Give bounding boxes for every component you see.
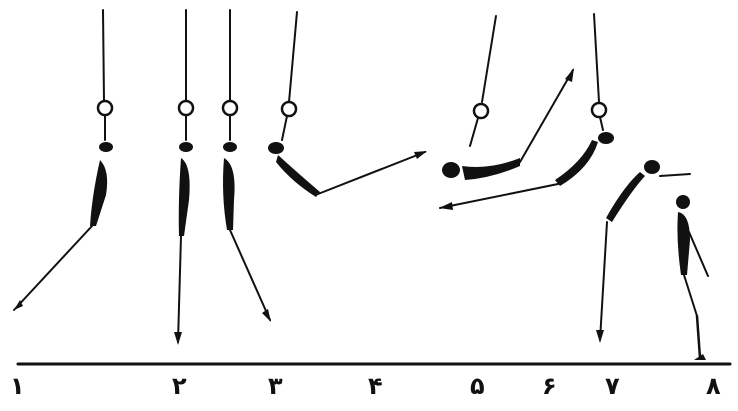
stage-label-3: ۳ [268,372,283,400]
stage-label-2: ۲ [172,372,187,400]
gymnast-figure-4 [268,11,427,197]
stage-label-5: ۵ [470,372,485,400]
stage-label-4: ۴ [368,372,383,400]
stage-label-1: ۱ [10,372,25,400]
gymnast-figure-2 [174,9,195,345]
gymnast-figure-3 [221,9,271,322]
gymnast-figure-6 [439,13,614,210]
stage-label-6: ۶ [542,372,557,400]
gymnast-figure-7 [596,160,691,343]
gymnast-figure-8 [676,195,709,360]
stage-label-7: ۷ [605,372,620,400]
gymnast-figure-5 [442,15,574,180]
gymnast-figure-1 [13,9,114,311]
stage-label-8: ۸ [706,372,721,400]
